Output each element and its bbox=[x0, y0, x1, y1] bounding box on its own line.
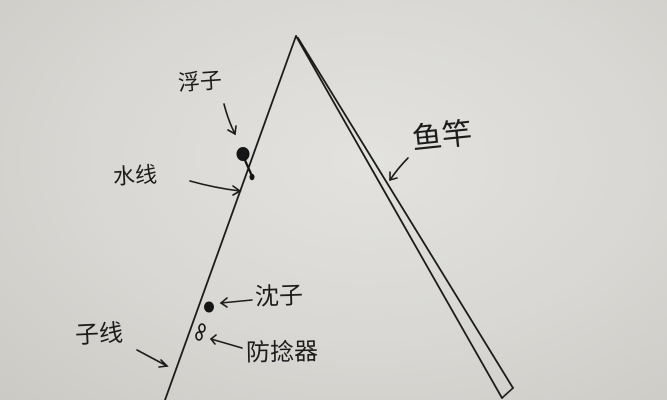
label-anti-tangle: 防捻器 bbox=[245, 337, 319, 367]
arrow-anti-tangle bbox=[209, 334, 243, 349]
arrow-hook-line bbox=[136, 349, 169, 368]
arrow-main-line bbox=[189, 180, 242, 196]
arrow-rod bbox=[389, 157, 409, 182]
label-main-line: 水线 bbox=[112, 162, 158, 191]
sinker-icon bbox=[204, 301, 214, 313]
float-icon bbox=[236, 147, 255, 181]
swivel-icon bbox=[195, 323, 206, 341]
arrow-float bbox=[223, 103, 237, 136]
fishing-rod bbox=[295, 35, 514, 399]
label-hook-line: 子线 bbox=[74, 318, 124, 350]
label-float: 浮子 bbox=[177, 68, 223, 97]
label-rod: 鱼竿 bbox=[410, 115, 474, 158]
fishing-line bbox=[164, 35, 297, 400]
arrow-sinker bbox=[219, 297, 253, 308]
label-sinker: 沈子 bbox=[254, 281, 304, 311]
